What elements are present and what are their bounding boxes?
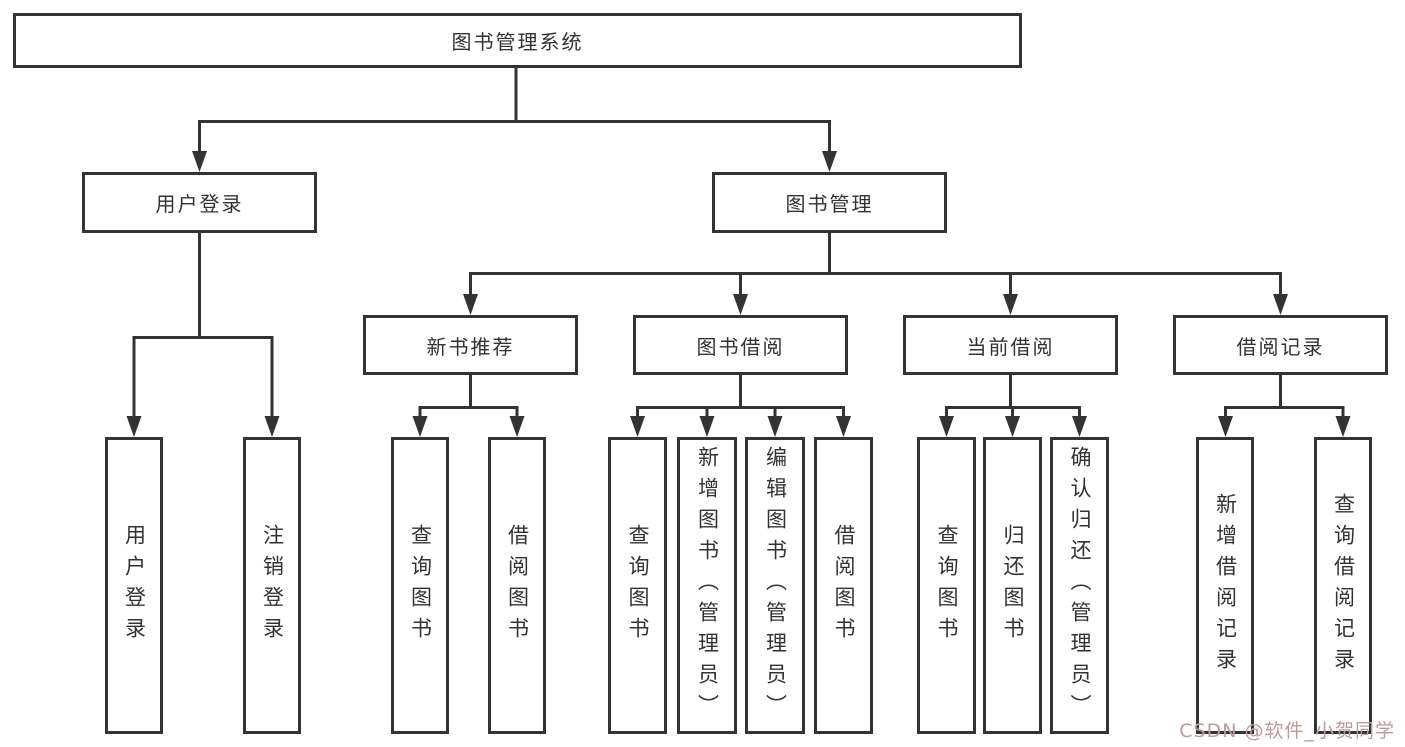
leaf-user-login-label: 用户登录: [122, 523, 147, 648]
leaf-borrow-books-2: 借阅图书: [814, 437, 873, 734]
leaf-logout: 注销登录: [243, 437, 301, 734]
arrow-down-icon: [192, 151, 207, 172]
connector-current-to-leaves: [945, 375, 1081, 418]
leaf-return-books: 归还图书: [983, 437, 1042, 734]
connector-login-to-leaves: [132, 233, 274, 418]
arrowheads: [126, 151, 1351, 437]
node-root: 图书管理系统: [13, 13, 1022, 68]
arrow-down-icon: [1273, 294, 1288, 315]
node-book-management: 图书管理: [712, 172, 947, 233]
leaf-query-books-2-label: 查询图书: [626, 523, 650, 648]
arrow-down-icon: [699, 416, 715, 437]
connector-borrow-to-leaves: [636, 375, 845, 418]
leaf-query-books-3: 查询图书: [917, 437, 976, 734]
leaf-confirm-return-admin-label: 确认归还（管理员）: [1068, 446, 1092, 725]
arrow-down-icon: [939, 416, 954, 437]
leaf-confirm-return-admin: 确认归还（管理员）: [1050, 437, 1109, 734]
leaf-query-books-3-label: 查询图书: [935, 523, 959, 648]
arrow-down-icon: [1335, 416, 1351, 437]
leaf-edit-books-admin: 编辑图书（管理员）: [745, 437, 805, 734]
node-new-book-recommend-label: 新书推荐: [426, 334, 515, 359]
leaf-query-books-1: 查询图书: [391, 437, 449, 734]
leaf-edit-books-admin-label: 编辑图书（管理员）: [763, 446, 788, 725]
connector-root-to-level2: [198, 68, 831, 153]
arrow-down-icon: [126, 416, 142, 437]
arrow-down-icon: [509, 416, 525, 437]
arrow-down-icon: [412, 416, 428, 437]
node-book-management-label: 图书管理: [785, 192, 874, 216]
arrow-down-icon: [767, 416, 783, 437]
node-root-label: 图书管理系统: [451, 30, 584, 54]
node-book-borrowing-label: 图书借阅: [696, 334, 785, 359]
leaf-return-books-label: 归还图书: [1001, 523, 1025, 648]
leaf-query-books-1-label: 查询图书: [408, 523, 433, 648]
arrow-down-icon: [1003, 294, 1018, 315]
leaf-add-books-admin: 新增图书（管理员）: [677, 437, 737, 734]
node-book-borrowing: 图书借阅: [633, 315, 848, 375]
leaf-add-borrow-record-label: 新增借阅记录: [1213, 492, 1238, 679]
node-borrowing-records: 借阅记录: [1173, 315, 1388, 375]
leaf-query-borrow-record-label: 查询借阅记录: [1331, 492, 1356, 679]
arrow-down-icon: [822, 151, 837, 172]
arrow-down-icon: [463, 294, 478, 315]
arrow-down-icon: [1005, 416, 1020, 437]
leaf-query-borrow-record: 查询借阅记录: [1314, 437, 1372, 734]
leaf-add-books-admin-label: 新增图书（管理员）: [695, 446, 720, 725]
connector-newbooks-to-leaves: [418, 375, 519, 418]
arrow-down-icon: [1072, 416, 1087, 437]
leaf-borrow-books-2-label: 借阅图书: [832, 523, 856, 648]
connector-records-to-leaves: [1224, 375, 1345, 418]
leaf-add-borrow-record: 新增借阅记录: [1196, 437, 1254, 734]
node-current-borrowing-label: 当前借阅: [966, 334, 1055, 359]
arrow-down-icon: [1218, 416, 1233, 437]
arrow-down-icon: [836, 416, 851, 437]
node-user-login-label: 用户登录: [155, 192, 244, 216]
connector-mgmt-to-level3: [469, 233, 1282, 296]
leaf-logout-label: 注销登录: [260, 523, 285, 648]
arrow-down-icon: [630, 416, 645, 437]
node-new-book-recommend: 新书推荐: [363, 315, 578, 375]
leaf-borrow-books-1-label: 借阅图书: [505, 523, 530, 648]
watermark: CSDN @软件_小贺同学: [1179, 720, 1395, 742]
leaf-borrow-books-1: 借阅图书: [488, 437, 546, 734]
leaf-user-login: 用户登录: [105, 437, 163, 734]
leaf-query-books-2: 查询图书: [608, 437, 667, 734]
node-user-login: 用户登录: [82, 172, 317, 233]
node-current-borrowing: 当前借阅: [903, 315, 1118, 375]
node-borrowing-records-label: 借阅记录: [1236, 334, 1325, 359]
arrow-down-icon: [264, 416, 280, 437]
arrow-down-icon: [733, 294, 748, 315]
